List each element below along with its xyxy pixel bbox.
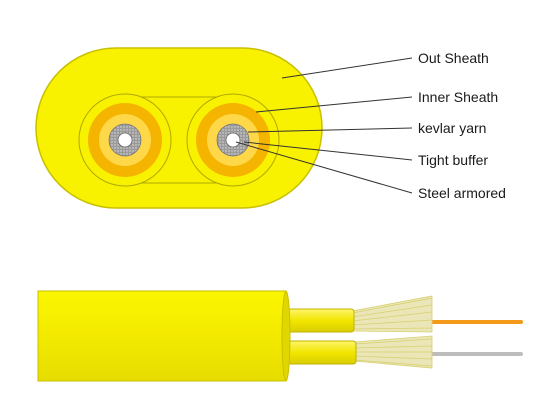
label-kevlar-yarn: kevlar yarn — [418, 120, 486, 136]
out-sheath-shape — [35, 47, 323, 209]
label-inner-sheath: Inner Sheath — [418, 89, 498, 105]
cross-section — [35, 47, 323, 209]
label-tight-buffer: Tight buffer — [418, 152, 488, 168]
leader-inner-sheath — [255, 96, 413, 113]
subunit-jacket-top — [279, 308, 355, 333]
right-subunit — [186, 93, 280, 187]
label-steel-armored: Steel armored — [418, 185, 506, 201]
kevlar-fan-bottom — [353, 335, 433, 369]
kevlar-fan-top — [351, 295, 433, 333]
side-view — [37, 290, 523, 382]
left-subunit — [78, 93, 172, 187]
leader-kevlar-yarn — [247, 127, 413, 133]
leader-lines — [235, 57, 413, 194]
leader-out-sheath — [281, 57, 413, 79]
callout-labels: Out Sheath Inner Sheath kevlar yarn Tigh… — [418, 50, 506, 201]
outer-jacket — [37, 290, 287, 382]
leader-tight-buffer — [243, 141, 413, 161]
leader-steel-armored — [235, 141, 413, 194]
label-out-sheath: Out Sheath — [418, 50, 489, 66]
subunit-jacket-bottom — [279, 340, 357, 365]
